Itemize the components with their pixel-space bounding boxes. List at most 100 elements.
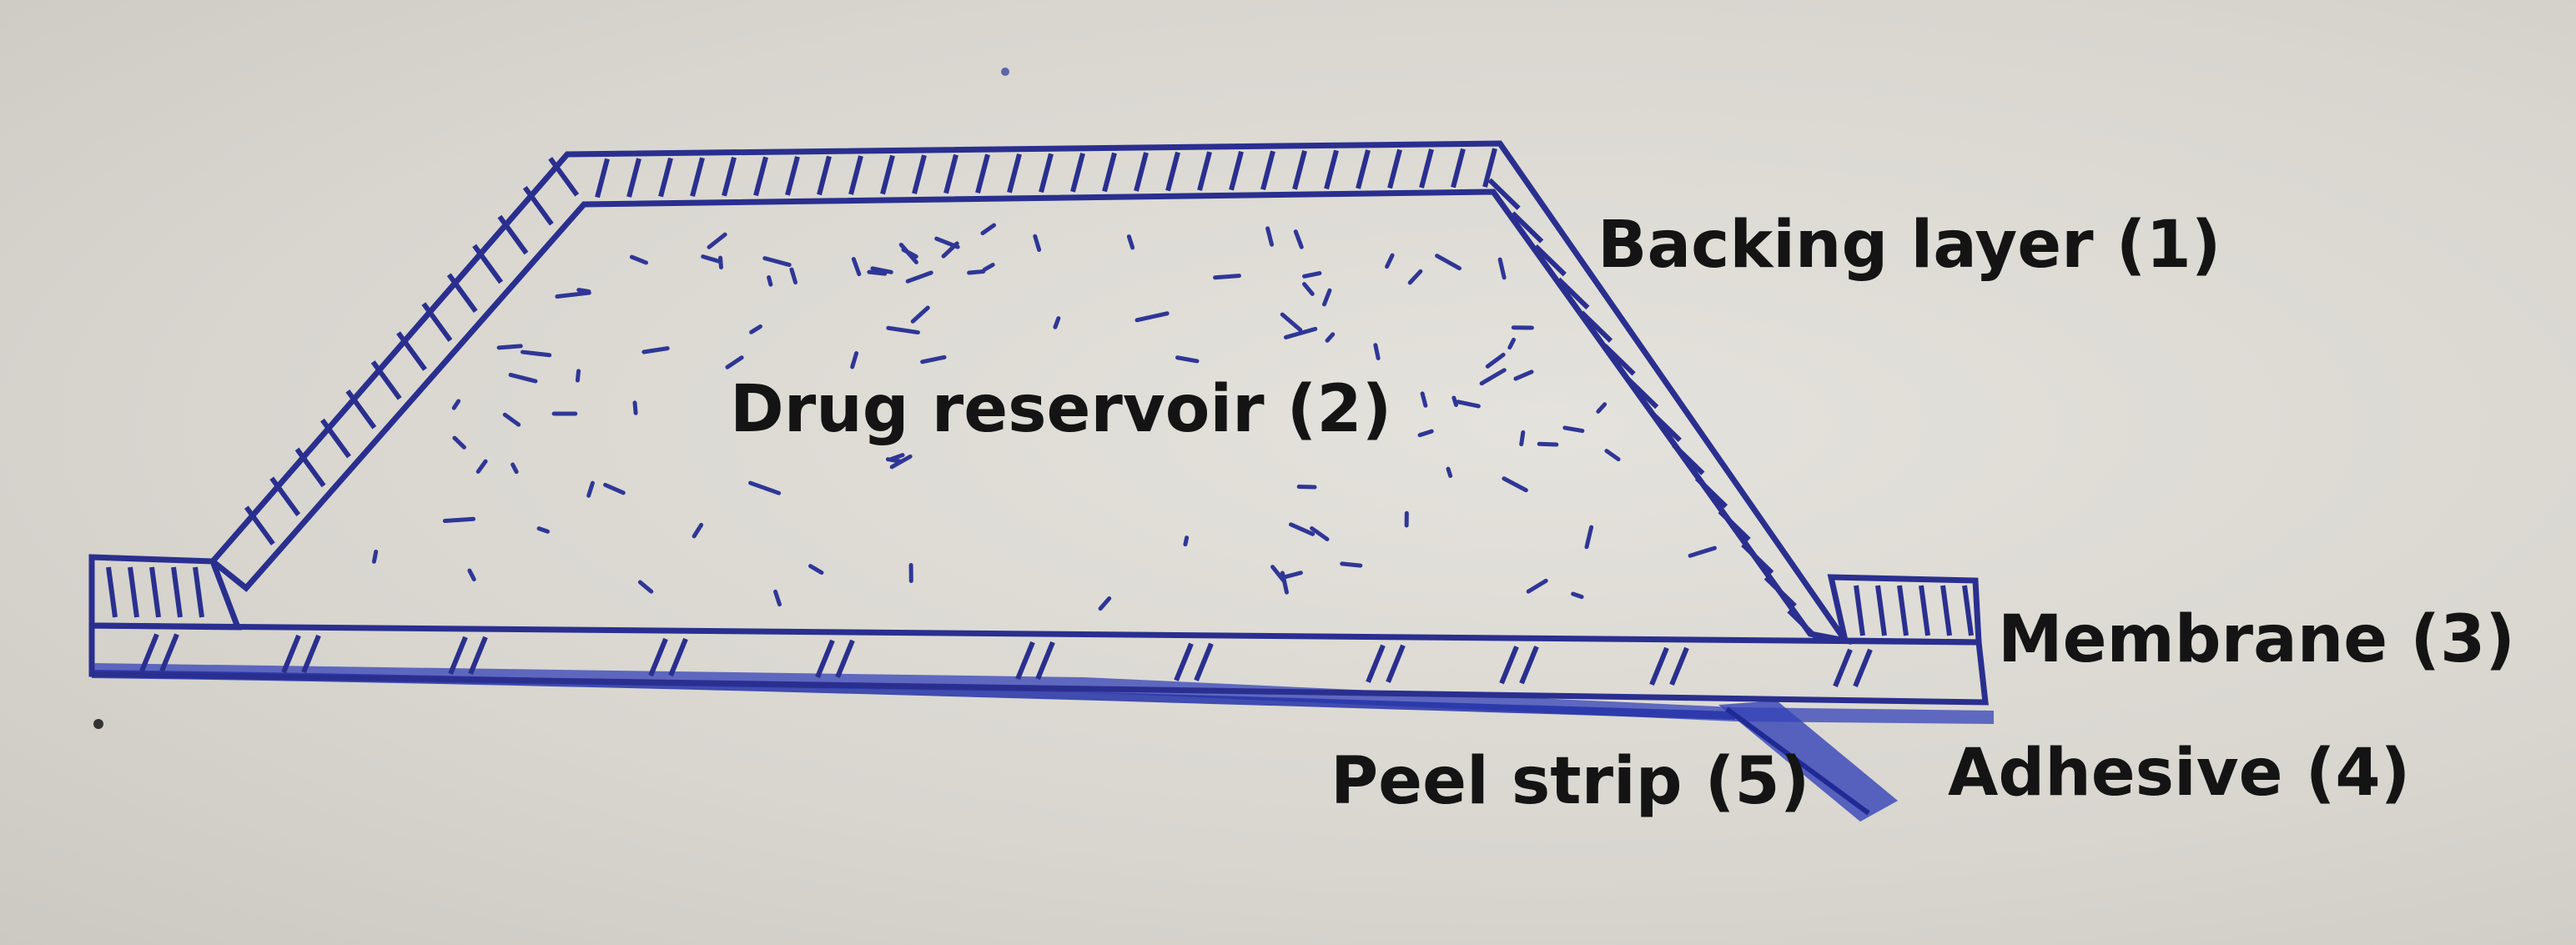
hatch-stroke <box>867 269 888 276</box>
hatch-stroke <box>1301 282 1315 296</box>
hatch-stroke <box>722 157 737 197</box>
hatch-stroke <box>1513 369 1534 381</box>
hatch-stroke <box>467 568 476 582</box>
hatch-stroke <box>1919 585 1930 636</box>
hatch-stroke <box>396 331 427 371</box>
hatch-stroke <box>668 637 688 677</box>
hatch-stroke <box>1197 151 1212 191</box>
hatch-stroke <box>294 447 326 488</box>
hatch-stroke <box>850 350 859 369</box>
hatch-stroke <box>1579 310 1613 343</box>
hatch-stroke <box>281 634 301 674</box>
hatch-stroke <box>451 399 461 410</box>
hatch-stroke <box>748 480 782 495</box>
label-membrane: Membrane (3) <box>1998 602 2515 677</box>
hatch-stroke <box>1098 596 1112 611</box>
hatch-stroke <box>1763 576 1797 608</box>
hatch-stroke <box>301 634 321 674</box>
hatch-stroke <box>1456 400 1481 409</box>
hatch-stroke <box>468 636 488 676</box>
hatch-stroke <box>1897 585 1909 636</box>
hatch-stroke <box>637 580 654 594</box>
hatch-stroke <box>1174 642 1194 681</box>
hatch-stroke <box>536 526 551 534</box>
hatch-stroke <box>898 242 918 264</box>
hatch-stroke <box>1482 148 1497 188</box>
hatch-stroke <box>575 369 581 383</box>
hatch-stroke <box>1718 509 1751 542</box>
hatch-stroke <box>269 476 301 517</box>
hatch-stroke <box>880 154 895 195</box>
hatch-stroke <box>502 412 521 427</box>
hatch-stroke <box>472 244 503 284</box>
drug-reservoir <box>371 223 1717 611</box>
stray-ink-dot <box>1001 68 1009 76</box>
hatch-stroke <box>1340 561 1363 568</box>
hatch-stroke <box>701 254 722 264</box>
hatch-stroke <box>967 269 986 275</box>
hatch-stroke <box>885 457 903 464</box>
hatch-stroke <box>772 589 782 607</box>
hatch-stroke <box>1854 585 1865 636</box>
hatch-stroke <box>521 349 552 358</box>
hatch-stroke <box>1519 430 1526 447</box>
hatch-stroke <box>1194 642 1214 681</box>
hatch-stroke <box>905 270 933 284</box>
hatch-stroke <box>1452 395 1459 407</box>
hatch-stroke <box>421 302 453 342</box>
hatch-stroke <box>159 633 179 672</box>
hatch-stroke <box>808 564 824 576</box>
hatch-stroke <box>848 155 863 195</box>
hatch-stroke <box>171 566 183 618</box>
hatch-stroke <box>139 633 159 672</box>
hatch-stroke <box>1134 152 1149 192</box>
hatch-stroke <box>496 344 523 350</box>
hatch-stroke <box>762 256 792 268</box>
hatch-stroke <box>641 346 670 354</box>
hatch-stroke <box>1604 449 1621 462</box>
hatch-stroke <box>1648 410 1682 443</box>
hatch-stroke <box>548 157 580 197</box>
hatch-stroke <box>629 254 648 265</box>
hatch-stroke <box>1526 578 1548 594</box>
hatch-stroke <box>753 156 768 197</box>
hatch-stroke <box>1385 253 1395 269</box>
hatch-stroke <box>1833 648 1853 687</box>
hatch-stroke <box>345 389 377 430</box>
label-backing-layer: Backing layer (1) <box>1597 208 2221 283</box>
hatch-stroke <box>1962 585 1974 636</box>
hatch-stroke <box>1649 646 1669 686</box>
hatch-stroke <box>1875 585 1887 636</box>
hatch-stroke <box>1386 644 1406 683</box>
hatch-stroke <box>886 325 920 335</box>
hatch-stroke <box>658 157 673 198</box>
hatch-stroke <box>442 516 476 523</box>
hatch-stroke <box>370 360 402 400</box>
hatch-stroke <box>1325 332 1336 343</box>
hatch-stroke <box>446 273 478 314</box>
hatch-stroke <box>1407 269 1423 285</box>
hatch-stroke <box>690 157 705 197</box>
hatch-stroke <box>448 636 468 676</box>
hatch-stroke <box>1451 148 1466 188</box>
hatch-stroke <box>1511 211 1544 244</box>
hatch-stroke <box>749 324 762 334</box>
label-drug-reservoir: Drug reservoir (2) <box>730 372 1392 447</box>
hatch-stroke <box>244 505 275 545</box>
hatch-stroke <box>943 153 958 194</box>
hatch-stroke <box>1694 476 1728 509</box>
hatch-stroke <box>1417 429 1434 438</box>
hatch-stroke <box>1280 571 1303 580</box>
hatch-stroke <box>1479 368 1507 386</box>
hatch-stroke <box>785 156 800 196</box>
backing-left-flange <box>88 554 243 631</box>
hatch-stroke <box>497 214 529 255</box>
hatch-stroke <box>1435 254 1462 271</box>
hatch-stroke <box>576 288 591 294</box>
hatch-stroke <box>193 566 204 618</box>
backing-right-flange <box>1827 574 1982 646</box>
hatch-stroke <box>1283 326 1318 339</box>
hatch-stroke <box>1229 150 1244 191</box>
